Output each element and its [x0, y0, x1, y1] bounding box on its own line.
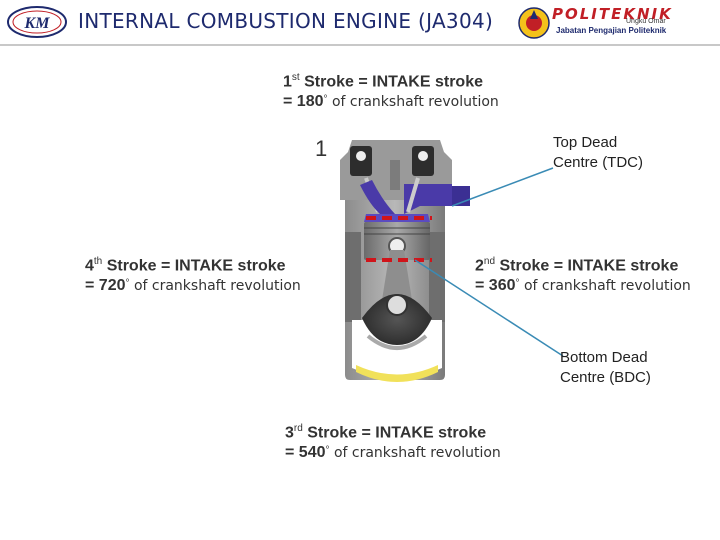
- stroke-step-number: 1: [315, 136, 328, 161]
- intake-valve: [360, 177, 395, 214]
- stroke-1-label: 1st Stroke = INTAKE stroke = 180° of cra…: [283, 72, 499, 111]
- politeknik-logo-subtitle: Ungku Omar: [626, 18, 666, 25]
- exhaust-valve: [406, 177, 420, 213]
- page-title: INTERNAL COMBUSTION ENGINE (JA304): [78, 9, 494, 33]
- bdc-label: Bottom Dead Centre (BDC): [560, 349, 651, 386]
- header-divider: [0, 44, 720, 46]
- politeknik-logo: [518, 7, 550, 39]
- stroke-3-label: 3rd Stroke = INTAKE stroke = 540° of cra…: [285, 423, 501, 462]
- crankcase-oil: [356, 365, 438, 382]
- slide-header: KM INTERNAL COMBUSTION ENGINE (JA304) PO…: [0, 0, 720, 44]
- km-logo: KM: [7, 6, 67, 38]
- connecting-rod: [382, 250, 412, 300]
- crankshaft: [362, 294, 432, 350]
- politeknik-logo-dept: Jabatan Pengajian Politeknik: [556, 26, 667, 35]
- km-logo-text: KM: [24, 15, 51, 32]
- politeknik-logo-name: POLITEKNIK: [552, 5, 673, 23]
- stroke-4-label: 4th Stroke = INTAKE stroke = 720° of cra…: [85, 256, 301, 295]
- spark-plug: [390, 160, 400, 190]
- bdc-pointer-line: [414, 259, 564, 357]
- tdc-pointer-line: [451, 167, 554, 207]
- tdc-label: Top Dead Centre (TDC): [553, 134, 644, 171]
- combustion-chamber: [364, 214, 430, 222]
- stroke-2-label: 2nd Stroke = INTAKE stroke = 360° of cra…: [475, 256, 691, 295]
